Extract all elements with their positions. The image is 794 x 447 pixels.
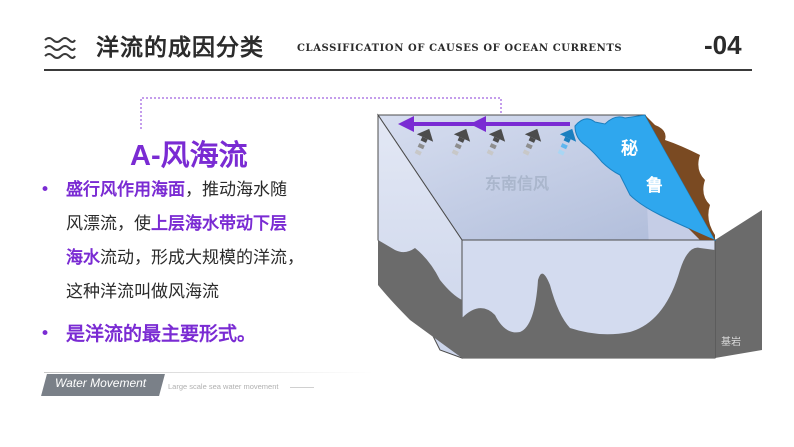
footer-divider: [44, 372, 374, 373]
bedrock-left: [378, 240, 462, 358]
arrow-head-icon: [398, 116, 414, 132]
wind-direction-icons: [414, 128, 577, 156]
waves-icon: [44, 37, 76, 59]
coast-cliff: [645, 115, 715, 240]
bullet-dot-icon: •: [40, 180, 51, 200]
wind-label: 东南信风: [485, 174, 549, 193]
bedrock-label: 基岩: [721, 335, 741, 348]
section-title: A-风海流: [130, 140, 248, 172]
footer-dash: [290, 387, 314, 388]
bullet-line: 这种洋流叫做风海流: [66, 280, 366, 314]
page-subtitle: CLASSIFICATION OF CAUSES OF OCEAN CURREN…: [297, 43, 623, 54]
peru-label-2: 鲁: [646, 175, 663, 196]
bedrock-front: [462, 247, 715, 358]
highlight-text: 盛行风作用海面: [66, 180, 185, 200]
bullet-dot-icon: •: [40, 324, 51, 344]
body-text: ，推动海水随: [185, 180, 287, 200]
bullet-line: 海水流动，形成大规模的洋流，: [66, 246, 366, 280]
footer-description: Large scale sea water movement: [168, 382, 279, 391]
body-text: 风漂流，使: [66, 214, 151, 234]
peru-label-1: 秘: [621, 138, 638, 159]
ocean-current-diagram: 东南信风 秘 鲁 基岩: [377, 113, 762, 359]
highlight-text: 海水: [66, 248, 100, 268]
page-number: -04: [704, 30, 742, 60]
bullet-emphasis-text: 是洋流的最主要形式。: [66, 323, 257, 345]
bullet-paragraph: 盛行风作用海面，推动海水随 风漂流，使上层海水带动下层 海水流动，形成大规模的洋…: [66, 178, 366, 314]
footer-label: Water Movement: [55, 376, 147, 390]
bullet-line: 盛行风作用海面，推动海水随: [66, 178, 366, 212]
header-divider: [44, 69, 752, 71]
highlight-text: 上层海水带动下层: [151, 214, 287, 234]
coast-front-edge: [688, 228, 715, 240]
arrow-head-icon: [470, 116, 486, 132]
body-text: 这种洋流叫做风海流: [66, 282, 219, 302]
connector-bracket: [140, 97, 502, 129]
body-text: 流动，形成大规模的洋流，: [100, 248, 304, 268]
page-title: 洋流的成因分类: [96, 35, 264, 61]
bullet-line: 风漂流，使上层海水带动下层: [66, 212, 366, 246]
peru-land: [574, 114, 717, 241]
